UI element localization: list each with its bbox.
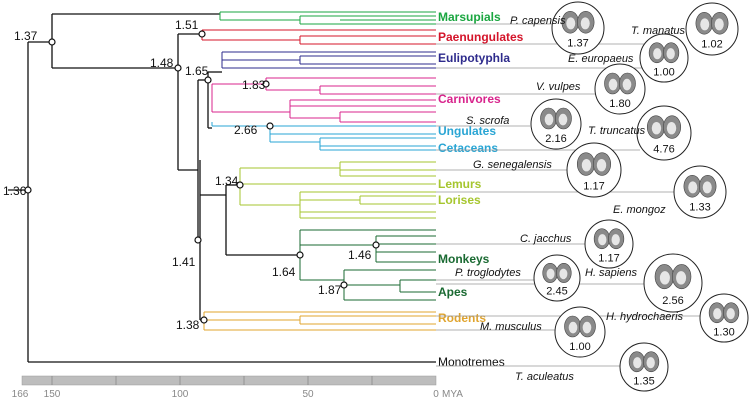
clade-label-apes: Apes	[438, 285, 468, 299]
brain-specimen-m-musculus: 1.00	[554, 306, 606, 358]
brain-specimen-p-capensis: 1.37	[551, 1, 605, 55]
clade-label-cetaceans: Cetaceans	[438, 141, 498, 155]
brain-slice-icon	[683, 175, 717, 198]
brain-slice-icon	[576, 152, 612, 176]
brain-value-h-sapiens: 2.56	[662, 295, 683, 307]
brain-slice-icon	[708, 302, 740, 324]
species-name-h-sapiens: H. sapiens	[585, 267, 637, 279]
brain-value-p-capensis: 1.37	[567, 38, 588, 50]
ungulates-cetaceans-subtree	[211, 122, 436, 151]
node-value-marsupial-split: 1.37	[14, 29, 38, 43]
species-name-p-capensis: P. capensis	[510, 15, 566, 27]
brain-slice-icon	[604, 72, 636, 95]
leader-lines	[436, 23, 705, 367]
species-name-m-musculus: M. musculus	[480, 321, 542, 333]
brain-slice-icon	[593, 228, 625, 250]
brain-value-t-aculeatus: 1.35	[633, 375, 654, 387]
paenungulates-subtree	[201, 29, 436, 45]
species-name-p-troglodytes: P. troglodytes	[455, 267, 521, 279]
brain-specimen-h-sapiens: 2.56	[643, 253, 703, 313]
node-value-placental: 1.48	[150, 56, 174, 70]
brain-specimens: 1.37 1.02 1.00 1.80 2.16 4.76 1.17 1.33 1.17 2.45…	[530, 1, 749, 392]
node-value-paenungulates: 1.51	[175, 18, 199, 32]
anthropoid-subtree	[299, 229, 436, 301]
brain-slice-icon	[654, 264, 692, 290]
brain-slice-icon	[648, 42, 680, 64]
brain-value-t-truncatus: 4.76	[653, 143, 674, 155]
brain-specimen-t-manatus: 1.02	[685, 2, 739, 56]
tick-50: 50	[302, 389, 314, 400]
brain-specimen-h-hydrochaeris: 1.30	[699, 293, 749, 343]
species-name-t-manatus: T. manatus	[631, 25, 686, 37]
node-value-cetartiodactyla: 2.66	[234, 123, 258, 137]
node-value-monkeys: 1.46	[348, 248, 372, 262]
brain-specimen-s-scrofa: 2.16	[530, 98, 582, 150]
brain-slice-icon	[646, 115, 682, 139]
tick-0: 0	[433, 389, 439, 400]
node-markers	[24, 30, 380, 324]
brain-slice-icon	[542, 262, 572, 283]
brain-value-e-mongoz: 1.33	[689, 202, 710, 214]
brain-specimen-t-aculeatus: 1.35	[619, 342, 669, 392]
axis-unit: MYA	[442, 389, 463, 400]
brain-value-m-musculus: 1.00	[569, 341, 590, 353]
node-value-laurasiatheria: 1.65	[185, 64, 209, 78]
species-name-g-senegalensis: G. senegalensis	[473, 159, 552, 171]
brain-value-s-scrofa: 2.16	[545, 133, 566, 145]
brain-value-v-vulpes: 1.80	[609, 98, 630, 110]
brain-value-g-senegalensis: 1.17	[583, 180, 604, 192]
species-name-v-vulpes: V. vulpes	[536, 81, 581, 93]
marsupials-subtree	[219, 11, 436, 25]
node-value-root: 1.36	[3, 184, 27, 198]
brain-specimen-t-truncatus: 4.76	[636, 105, 692, 161]
species-name-s-scrofa: S. scrofa	[466, 115, 509, 127]
brain-value-t-manatus: 1.02	[701, 39, 722, 51]
node-value-apes: 1.87	[318, 283, 342, 297]
tick-100: 100	[172, 389, 189, 400]
clade-label-lorises: Lorises	[438, 193, 481, 207]
brain-specimen-c-jacchus: 1.17	[584, 219, 634, 269]
brain-specimen-e-europaeus: 1.00	[639, 33, 689, 83]
clade-label-monotremes: Monotremes	[438, 355, 505, 369]
clade-label-carnivores: Carnivores	[438, 92, 501, 106]
brain-slice-icon	[695, 12, 729, 35]
brain-specimen-e-mongoz: 1.33	[673, 165, 727, 219]
clade-label-monkeys: Monkeys	[438, 252, 490, 266]
brain-value-c-jacchus: 1.17	[598, 252, 619, 264]
node-value-carnivores: 1.83	[242, 78, 266, 92]
node-value-anthropoids: 1.64	[272, 265, 296, 279]
brain-slice-icon	[561, 11, 595, 34]
time-axis: 166 150 100 50 0 MYA	[12, 375, 463, 400]
brain-specimen-g-senegalensis: 1.17	[566, 142, 622, 198]
species-name-t-truncatus: T. truncatus	[588, 125, 646, 137]
brain-specimen-p-troglodytes: 2.45	[533, 254, 581, 302]
node-value-euarchontoglires: 1.41	[172, 255, 196, 269]
brain-value-h-hydrochaeris: 1.30	[713, 326, 734, 338]
eulipotyphla-subtree	[221, 51, 436, 69]
species-name-c-jacchus: C. jacchus	[520, 233, 572, 245]
brain-slice-icon	[628, 351, 660, 373]
rodents-subtree	[203, 311, 436, 331]
node-value-rodents: 1.38	[176, 318, 200, 332]
species-name-h-hydrochaeris: H. hydrochaeris	[606, 311, 684, 323]
species-name-t-aculeatus: T. aculeatus	[515, 371, 574, 383]
brain-value-e-europaeus: 1.00	[653, 66, 674, 78]
tick-166: 166	[12, 389, 29, 400]
clade-label-rodents: Rodents	[438, 311, 486, 325]
clade-label-paenungulates: Paenungulates	[438, 30, 524, 44]
brain-specimen-v-vulpes: 1.80	[594, 63, 646, 115]
species-name-e-mongoz: E. mongoz	[613, 204, 666, 216]
brain-value-p-troglodytes: 2.45	[546, 286, 567, 298]
brain-slice-icon	[564, 315, 596, 338]
clade-label-marsupials: Marsupials	[438, 10, 501, 24]
tick-150: 150	[44, 389, 61, 400]
clade-label-eulipotyphla: Eulipotyphla	[438, 51, 510, 65]
clade-label-lemurs: Lemurs	[438, 177, 482, 191]
strepsirrhine-subtree	[239, 161, 436, 219]
node-value-lemurs-lorises: 1.34	[215, 174, 239, 188]
brain-slice-icon	[540, 107, 572, 130]
clade-label-ungulates: Ungulates	[438, 124, 496, 138]
species-name-e-europaeus: E. europaeus	[568, 53, 634, 65]
